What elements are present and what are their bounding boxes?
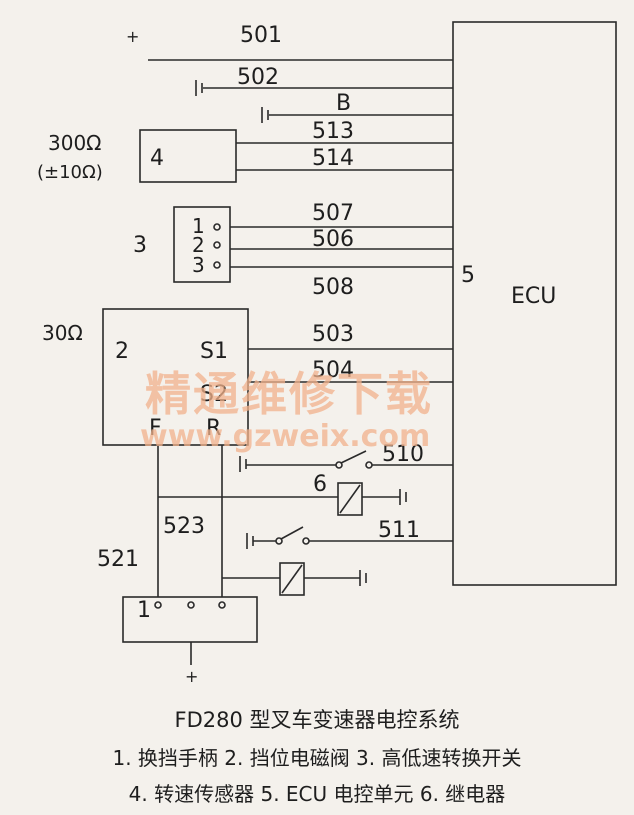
watermark-title: 精通维修下载: [145, 367, 433, 421]
contact-510-a: [335, 461, 343, 469]
ecu-label: ECU: [511, 284, 556, 309]
handle-terminal-center: [187, 601, 195, 609]
terminal-S1-label: S1: [200, 339, 228, 364]
terminal-F-label: F: [149, 416, 162, 441]
wire-B-label: B: [336, 91, 351, 116]
range-switch-box: [173, 206, 231, 283]
solenoid-valve-box: [102, 308, 249, 446]
wire-510-label: 510: [382, 442, 424, 467]
plus-top-label: +: [126, 27, 139, 46]
resistance-30-label: 30Ω: [42, 321, 83, 345]
switch-pos-1-label: 1: [192, 214, 205, 238]
switch-terminal-2: [213, 241, 221, 249]
figure-title: FD280 型叉车变速器电控系统: [174, 708, 460, 732]
component-6-label: 6: [313, 472, 327, 497]
switch-pos-3-label: 3: [192, 253, 205, 277]
component-4-label: 4: [150, 146, 164, 171]
contact-511-b: [302, 537, 310, 545]
wire-511-label: 511: [378, 518, 420, 543]
contact-510-b: [365, 461, 373, 469]
wire-523-label: 523: [163, 514, 205, 539]
resistance-300-label: 300Ω: [48, 131, 101, 155]
handle-terminal-2: [218, 601, 226, 609]
wire-508-label: 508: [312, 275, 354, 300]
circuit-diagram: + 501 502 B 513 514 300Ω (±10Ω) 4 3 1 2 …: [37, 21, 617, 686]
contact-511-a: [275, 537, 283, 545]
wire-507-label: 507: [312, 201, 354, 226]
switch-terminal-1: [213, 223, 221, 231]
wire-521-label: 521: [97, 547, 139, 572]
switch-terminal-3: [213, 261, 221, 269]
switch-510-blade: [340, 450, 367, 464]
component-1-label: 1: [137, 598, 151, 623]
wire-504-label: 504: [312, 358, 354, 383]
wire-513-label: 513: [312, 119, 354, 144]
plus-bottom-label: +: [185, 667, 198, 686]
relay-coil-2: [279, 562, 305, 596]
relay-coil-6-diag: [339, 484, 361, 514]
wire-514-label: 514: [312, 146, 354, 171]
resistance-300-tolerance: (±10Ω): [37, 162, 103, 183]
component-3-label: 3: [133, 233, 147, 258]
relay-coil-2-diag: [281, 564, 303, 594]
terminal-R-label: R: [206, 416, 221, 441]
handle-terminal-1: [154, 601, 162, 609]
legend-line-1: 1. 换挡手柄 2. 挡位电磁阀 3. 高低速转换开关: [112, 746, 522, 770]
component-2-label: 2: [115, 339, 129, 364]
wire-503-label: 503: [312, 322, 354, 347]
wire-501-label: 501: [240, 23, 282, 48]
legend-line-2: 4. 转速传感器 5. ECU 电控单元 6. 继电器: [128, 782, 506, 806]
wire-502-label: 502: [237, 65, 279, 90]
component-5-label: 5: [461, 263, 475, 288]
switch-pos-2-label: 2: [192, 233, 205, 257]
wire-506-label: 506: [312, 227, 354, 252]
shift-handle-box: [122, 596, 258, 643]
speed-sensor-box: [139, 129, 237, 183]
ecu-box: [452, 21, 617, 586]
relay-coil-6: [337, 482, 363, 516]
terminal-S2-label: S2: [200, 382, 228, 407]
watermark-url: www.gzweix.com: [140, 419, 430, 454]
switch-511-blade: [280, 526, 304, 540]
